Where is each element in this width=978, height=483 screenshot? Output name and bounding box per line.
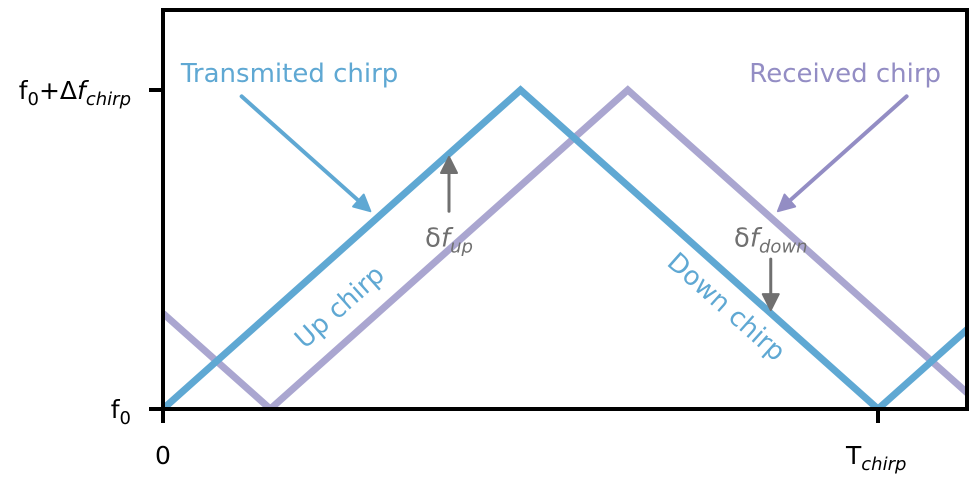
- annotation-layer: Transmited chirp Received chirp δfup δfdown…: [180, 59, 941, 367]
- y-tick-label: f0: [111, 395, 131, 429]
- received-label: Received chirp: [749, 59, 941, 89]
- axes-frame: [161, 8, 969, 411]
- delta-up-arrow: [440, 155, 458, 213]
- delta-up-label: δfup: [425, 223, 473, 257]
- transmitted-arrow: [239, 94, 372, 213]
- delta-down-label: δfdown: [734, 223, 808, 257]
- delta-down-arrow: [761, 257, 780, 312]
- received-arrow: [776, 94, 909, 213]
- series-layer: [163, 85, 967, 409]
- series-line-transmitted: [163, 85, 967, 409]
- transmitted-label: Transmited chirp: [180, 59, 398, 89]
- tick-layer: 0 Tchirp f0 f0+Δfchirp: [19, 76, 907, 475]
- series-line-received: [163, 85, 967, 409]
- x-tick-label: Tchirp: [845, 441, 906, 475]
- y-tick-label: f0+Δfchirp: [19, 76, 131, 110]
- up-chirp-label: Up chirp: [289, 260, 390, 355]
- x-tick-label: 0: [155, 441, 171, 470]
